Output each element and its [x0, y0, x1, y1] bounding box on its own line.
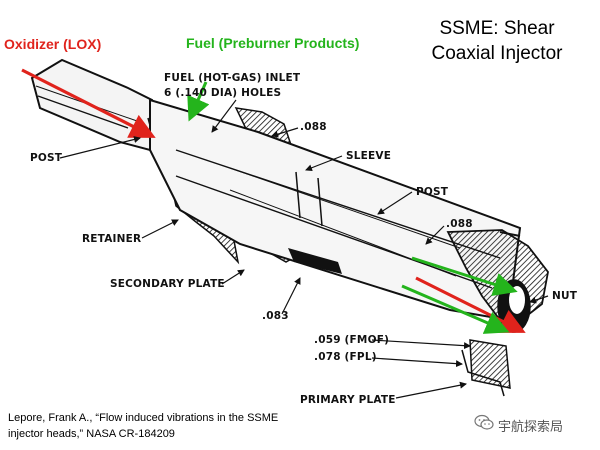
fuel-flow-arrow	[187, 81, 518, 334]
diagram-title-line2: Coaxial Injector	[431, 43, 563, 64]
nut-callout: NUT	[552, 290, 578, 302]
primary-plate-callout: PRIMARY PLATE	[300, 394, 396, 406]
injector-body	[149, 98, 549, 397]
post-callout-right: POST	[416, 186, 449, 198]
post-callout-left: POST	[30, 152, 63, 164]
watermark-text: 宇航探索局	[498, 419, 564, 435]
secondary-plate-callout: SECONDARY PLATE	[110, 278, 225, 290]
wechat-icon	[474, 414, 494, 436]
watermark: 宇航探索局	[474, 414, 563, 436]
leader-lines	[59, 99, 549, 399]
dimension-078-fpl: .078 (FPL)	[314, 351, 377, 363]
dimension-088-top: .088	[300, 121, 327, 133]
fuel-inlet-callout-line2: 6 (.140 DIA) HOLES	[164, 87, 282, 99]
fuel-label: Fuel (Preburner Products)	[186, 35, 360, 51]
dimension-088-right: .088	[446, 218, 473, 230]
oxidizer-label: Oxidizer (LOX)	[4, 36, 102, 52]
dimension-083: .083	[262, 310, 289, 322]
citation-line1: Lepore, Frank A., “Flow induced vibratio…	[8, 412, 279, 424]
sleeve-callout: SLEEVE	[346, 150, 392, 162]
fuel-inlet-callout-line1: FUEL (HOT-GAS) INLET	[164, 72, 301, 84]
dimension-059-fmof: .059 (FMOF)	[314, 334, 390, 346]
retainer-callout: RETAINER	[82, 233, 142, 245]
diagram-title-line1: SSME: Shear	[439, 18, 555, 39]
citation-line2: injector heads,” NASA CR-184209	[8, 428, 175, 440]
